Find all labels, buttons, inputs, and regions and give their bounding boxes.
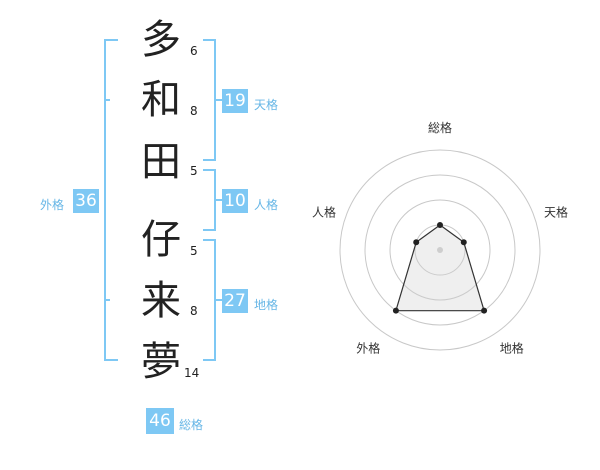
name-char-2: 和 [141, 77, 181, 123]
chikaku-value-badge: 27 [222, 289, 248, 313]
radar-point-1 [437, 222, 443, 228]
radar-axis-label-2: 天格 [544, 204, 568, 219]
radar-ring-2 [389, 199, 491, 301]
soukaku-value-badge: 46 [146, 408, 174, 434]
radar-point-4 [392, 307, 399, 314]
radar-axis-label-1: 総格 [428, 120, 452, 135]
name-char-3: 田 [141, 139, 181, 185]
radar-axis-label-3: 地格 [500, 341, 524, 356]
stroke-count-2: 8 [190, 104, 198, 118]
tenkaku-value-badge: 19 [222, 89, 248, 113]
name-char-6: 夢 [141, 339, 181, 385]
radar-ring-4 [339, 149, 541, 351]
radar-point-5 [413, 239, 420, 246]
soukaku-label: 総格 [179, 418, 204, 432]
tenkaku-label: 天格 [254, 98, 279, 112]
jinkaku-value-badge: 10 [222, 189, 248, 213]
stroke-count-3: 5 [190, 164, 198, 178]
name-char-4: 仔 [141, 217, 181, 263]
name-char-1: 多 [141, 17, 181, 63]
jinkaku-label: 人格 [254, 198, 279, 212]
radar-ring-3 [364, 174, 516, 326]
radar-center [437, 247, 443, 253]
stroke-count-1: 6 [190, 44, 198, 58]
gaikaku-label: 外格 [40, 198, 65, 212]
radar-axis-label-5: 人格 [312, 204, 336, 219]
radar-axis-label-4: 外格 [356, 341, 380, 356]
chikaku-label: 地格 [254, 298, 279, 312]
stroke-count-6: 14 [184, 366, 200, 380]
radar-point-3 [481, 307, 488, 314]
name-char-5: 来 [141, 278, 181, 324]
gaikaku-value-badge: 36 [73, 189, 99, 213]
stroke-count-5: 8 [190, 304, 198, 318]
radar-point-2 [460, 239, 467, 246]
radar-value-polygon [395, 224, 485, 312]
stroke-count-4: 5 [190, 244, 198, 258]
